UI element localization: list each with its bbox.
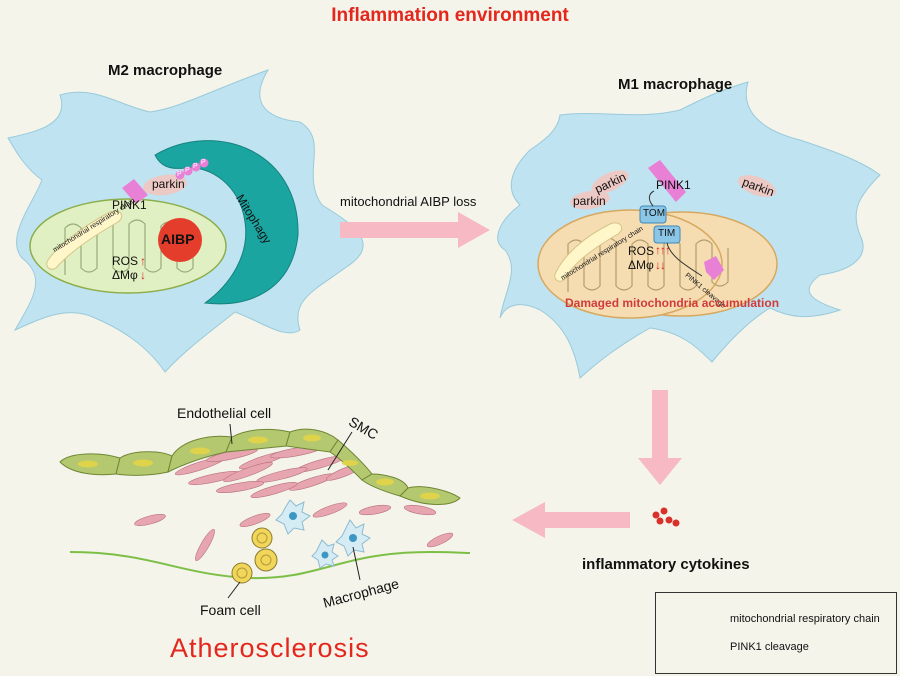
cytokine-left-arrow <box>512 502 630 538</box>
m2-respiratory-chain <box>46 210 123 270</box>
phospho-circle-3 <box>191 162 201 172</box>
cytokines-label: inflammatory cytokines <box>582 556 750 573</box>
foam-cell-nuclei <box>236 532 272 579</box>
cytokine-dots <box>652 507 680 527</box>
tom-label: TOM <box>643 208 666 219</box>
m2-heading: M2 macrophage <box>108 62 223 79</box>
aibp-circle <box>158 218 202 262</box>
m1-ros-up-arrows: ↑↑↑ <box>655 243 671 257</box>
m1-respiratory-chain <box>554 222 623 282</box>
phospho-label-1: P <box>177 171 182 178</box>
pink1-cleavage-fragment <box>704 256 724 280</box>
pink1-cleavage-arrow <box>666 242 703 277</box>
m2-pink1-label: PINK1 <box>112 198 147 212</box>
phospho-circle-4 <box>199 158 209 168</box>
atherosclerosis-label: Atherosclerosis <box>170 633 370 663</box>
tim-label: TIM <box>658 228 676 239</box>
aibp-loss-arrow <box>340 212 490 248</box>
phospho-label-3: P <box>193 163 198 170</box>
vessel-pointer-lines <box>227 423 361 599</box>
m2-dmpsi-label: ΔMφ <box>112 268 138 282</box>
m2-pink1-shape <box>122 179 148 204</box>
m1-cristae <box>567 237 729 292</box>
aibp-label: AIBP <box>161 231 195 247</box>
foam-cell-label: Foam cell <box>200 602 261 618</box>
endothelial-cell-label: Endothelial cell <box>177 405 272 421</box>
cytokine-down-arrow <box>638 390 682 485</box>
m1-heading: M1 macrophage <box>618 76 733 93</box>
scattered-smc-cells <box>134 502 454 562</box>
phospho-label-2: P <box>185 167 190 174</box>
vessel-macrophage-nuclei <box>289 512 357 559</box>
tom-hook <box>648 190 655 207</box>
legend-pink1-cleavage-label: PINK1 cleavage <box>730 641 809 653</box>
phospho-circle-1 <box>175 170 185 180</box>
aibp-loss-label: mitochondrial AIBP loss <box>340 194 477 209</box>
phospho-circle-2 <box>183 166 193 176</box>
m1-ros-label: ROS <box>628 244 655 258</box>
m1-dm-down-arrows: ↓↓ <box>655 258 666 272</box>
m1-pink1-shape <box>648 160 686 202</box>
m2-dm-down-arrow: ↓ <box>140 268 146 282</box>
foam-cells <box>231 527 278 584</box>
damaged-mitochondria-label: Damaged mitochondria accumulation <box>565 296 780 310</box>
endothelial-nuclei <box>78 434 440 500</box>
m1-parkin-blob-1 <box>570 190 610 210</box>
m2-parkin-blob <box>143 174 187 196</box>
m2-ros-up-arrow: ↑ <box>140 254 146 268</box>
legend <box>655 592 897 674</box>
m1-pink1-label: PINK1 <box>656 178 691 192</box>
m1-parkin-blob-2 <box>591 170 629 194</box>
legend-respiratory-chain-label: mitochondrial respiratory chain <box>730 613 880 625</box>
phospho-label-4: P <box>201 159 206 166</box>
page-title: Inflammation environment <box>331 5 569 26</box>
m1-dmpsi-label: ΔMφ <box>628 258 654 272</box>
m1-parkin-label-1: parkin <box>573 194 606 208</box>
m2-ros-label: ROS <box>112 254 139 268</box>
m2-parkin-label: parkin <box>152 177 185 191</box>
m1-parkin-blob-3 <box>737 175 777 197</box>
vessel-basement-line <box>69 550 471 580</box>
